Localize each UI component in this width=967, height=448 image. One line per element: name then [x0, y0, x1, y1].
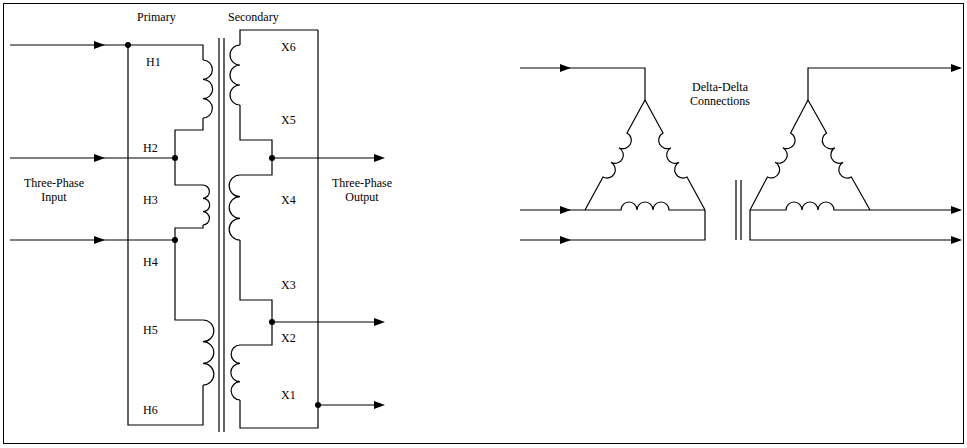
terminal-label: H6 [143, 403, 158, 417]
terminal-label: X2 [281, 331, 296, 345]
wire [272, 321, 382, 322]
junction-dots [125, 42, 321, 408]
terminal-label: X5 [281, 113, 296, 127]
terminal-label: H2 [143, 141, 158, 155]
coil-winding [585, 100, 645, 210]
wire [520, 68, 645, 100]
junction-dot [172, 237, 178, 243]
arrowhead [374, 318, 385, 326]
arrowhead [94, 236, 105, 244]
coil-windings [203, 45, 870, 400]
junction-dot [315, 402, 321, 408]
terminal-label: H3 [143, 193, 158, 207]
wire [240, 240, 272, 345]
wire [128, 45, 203, 425]
junction-dot [125, 42, 131, 48]
arrowhead [374, 154, 385, 162]
coil-winding [230, 45, 240, 105]
wire [240, 30, 318, 45]
terminal-label: X3 [281, 278, 296, 292]
arrowhead [94, 154, 105, 162]
diagram-caption: Delta-Delta Connections [668, 80, 772, 108]
wire [240, 30, 318, 428]
arrowhead [94, 41, 105, 49]
wire [10, 45, 203, 60]
coil-winding [808, 100, 870, 210]
coil-winding [750, 202, 870, 210]
coil-winding [645, 100, 705, 210]
junction-dot [172, 155, 178, 161]
coil-winding [585, 202, 705, 210]
wire [520, 210, 705, 240]
terminal-label: X6 [281, 40, 296, 54]
wire [10, 157, 175, 158]
terminal-label: X1 [281, 388, 296, 402]
wire [520, 209, 585, 210]
section-heading: Secondary [228, 10, 279, 24]
terminal-label: X4 [281, 193, 296, 207]
section-heading: Primary [137, 10, 176, 24]
terminal-label: H5 [143, 323, 158, 337]
arrowhead [560, 206, 571, 214]
terminal-label: H4 [143, 255, 158, 269]
coil-winding [231, 345, 240, 400]
wire [870, 209, 960, 210]
wires [10, 30, 960, 432]
wire [175, 225, 203, 320]
frame [4, 4, 964, 444]
terminal-label: H1 [146, 55, 161, 69]
coil-winding [203, 60, 213, 118]
coil-winding [203, 320, 214, 385]
output-label: Three-Phase Output [324, 176, 400, 204]
wire [240, 105, 272, 175]
wire [272, 157, 382, 158]
wire [750, 210, 960, 240]
wire [808, 68, 960, 100]
core-lines [219, 38, 224, 432]
wire [10, 239, 175, 240]
coil-winding [750, 100, 808, 210]
wire [318, 404, 382, 405]
arrowhead [560, 64, 571, 72]
arrowhead [560, 236, 571, 244]
coil-winding [229, 175, 240, 240]
arrowhead [951, 236, 962, 244]
junction-dot [269, 155, 275, 161]
arrowhead [951, 206, 962, 214]
wire [175, 118, 203, 185]
core-lines [736, 180, 741, 240]
input-label: Three-Phase Input [12, 176, 96, 204]
arrowhead [374, 401, 385, 409]
arrowhead [951, 64, 962, 72]
coil-winding [203, 185, 210, 225]
junction-dot [269, 319, 275, 325]
arrowheads [94, 41, 962, 409]
